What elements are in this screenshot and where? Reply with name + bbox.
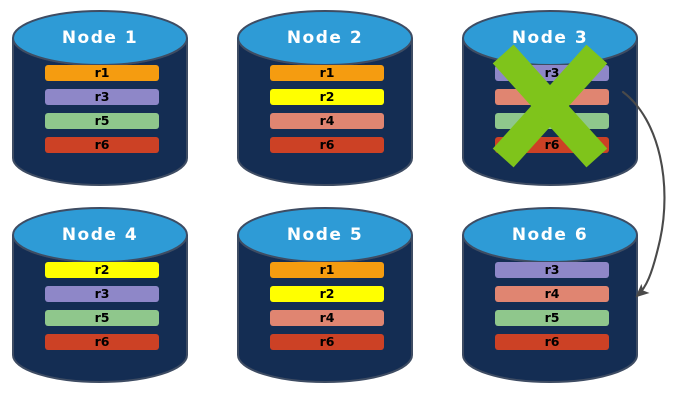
replica-bar[interactable]: r1 <box>270 65 384 81</box>
replica-bar[interactable]: r2 <box>270 286 384 302</box>
replica-bar[interactable]: r3 <box>495 262 609 278</box>
replica-bar[interactable]: r1 <box>270 262 384 278</box>
cylinder-top-cap <box>237 207 413 263</box>
cylinder-top-cap <box>462 10 638 66</box>
replica-bar[interactable]: r6 <box>45 137 159 153</box>
replica-bar[interactable]: r2 <box>45 262 159 278</box>
replica-bar[interactable]: r5 <box>45 310 159 326</box>
replica-bar[interactable]: r6 <box>495 137 609 153</box>
replica-bar-list: r1 r3 r5 r6 <box>45 65 159 153</box>
replica-bar[interactable]: r4 <box>270 113 384 129</box>
replica-bar-list: r3 r4 r5 r6 <box>495 262 609 350</box>
replica-bar[interactable]: r4 <box>270 310 384 326</box>
cylinder-top-cap <box>12 207 188 263</box>
replica-bar[interactable]: r3 <box>45 286 159 302</box>
replica-bar-list: r2 r3 r5 r6 <box>45 262 159 350</box>
replica-bar[interactable]: r2 <box>270 89 384 105</box>
replica-bar-list: r1 r2 r4 r6 <box>270 262 384 350</box>
cylinder-top-cap <box>237 10 413 66</box>
cylinder-top-cap <box>462 207 638 263</box>
replica-bar[interactable]: r4 <box>495 286 609 302</box>
replica-bar[interactable]: r4 <box>495 89 609 105</box>
replica-bar-list: r1 r2 r4 r6 <box>270 65 384 153</box>
cylinder-top-cap <box>12 10 188 66</box>
replica-bar[interactable]: r5 <box>495 113 609 129</box>
replica-bar[interactable]: r6 <box>270 334 384 350</box>
replica-bar[interactable]: r5 <box>495 310 609 326</box>
replica-bar[interactable]: r3 <box>45 89 159 105</box>
replica-bar[interactable]: r1 <box>45 65 159 81</box>
replica-bar[interactable]: r6 <box>495 334 609 350</box>
replica-bar-list: r3 r4 r5 r6 <box>495 65 609 153</box>
replica-bar[interactable]: r6 <box>270 137 384 153</box>
replica-bar[interactable]: r5 <box>45 113 159 129</box>
replica-bar[interactable]: r3 <box>495 65 609 81</box>
replica-bar[interactable]: r6 <box>45 334 159 350</box>
